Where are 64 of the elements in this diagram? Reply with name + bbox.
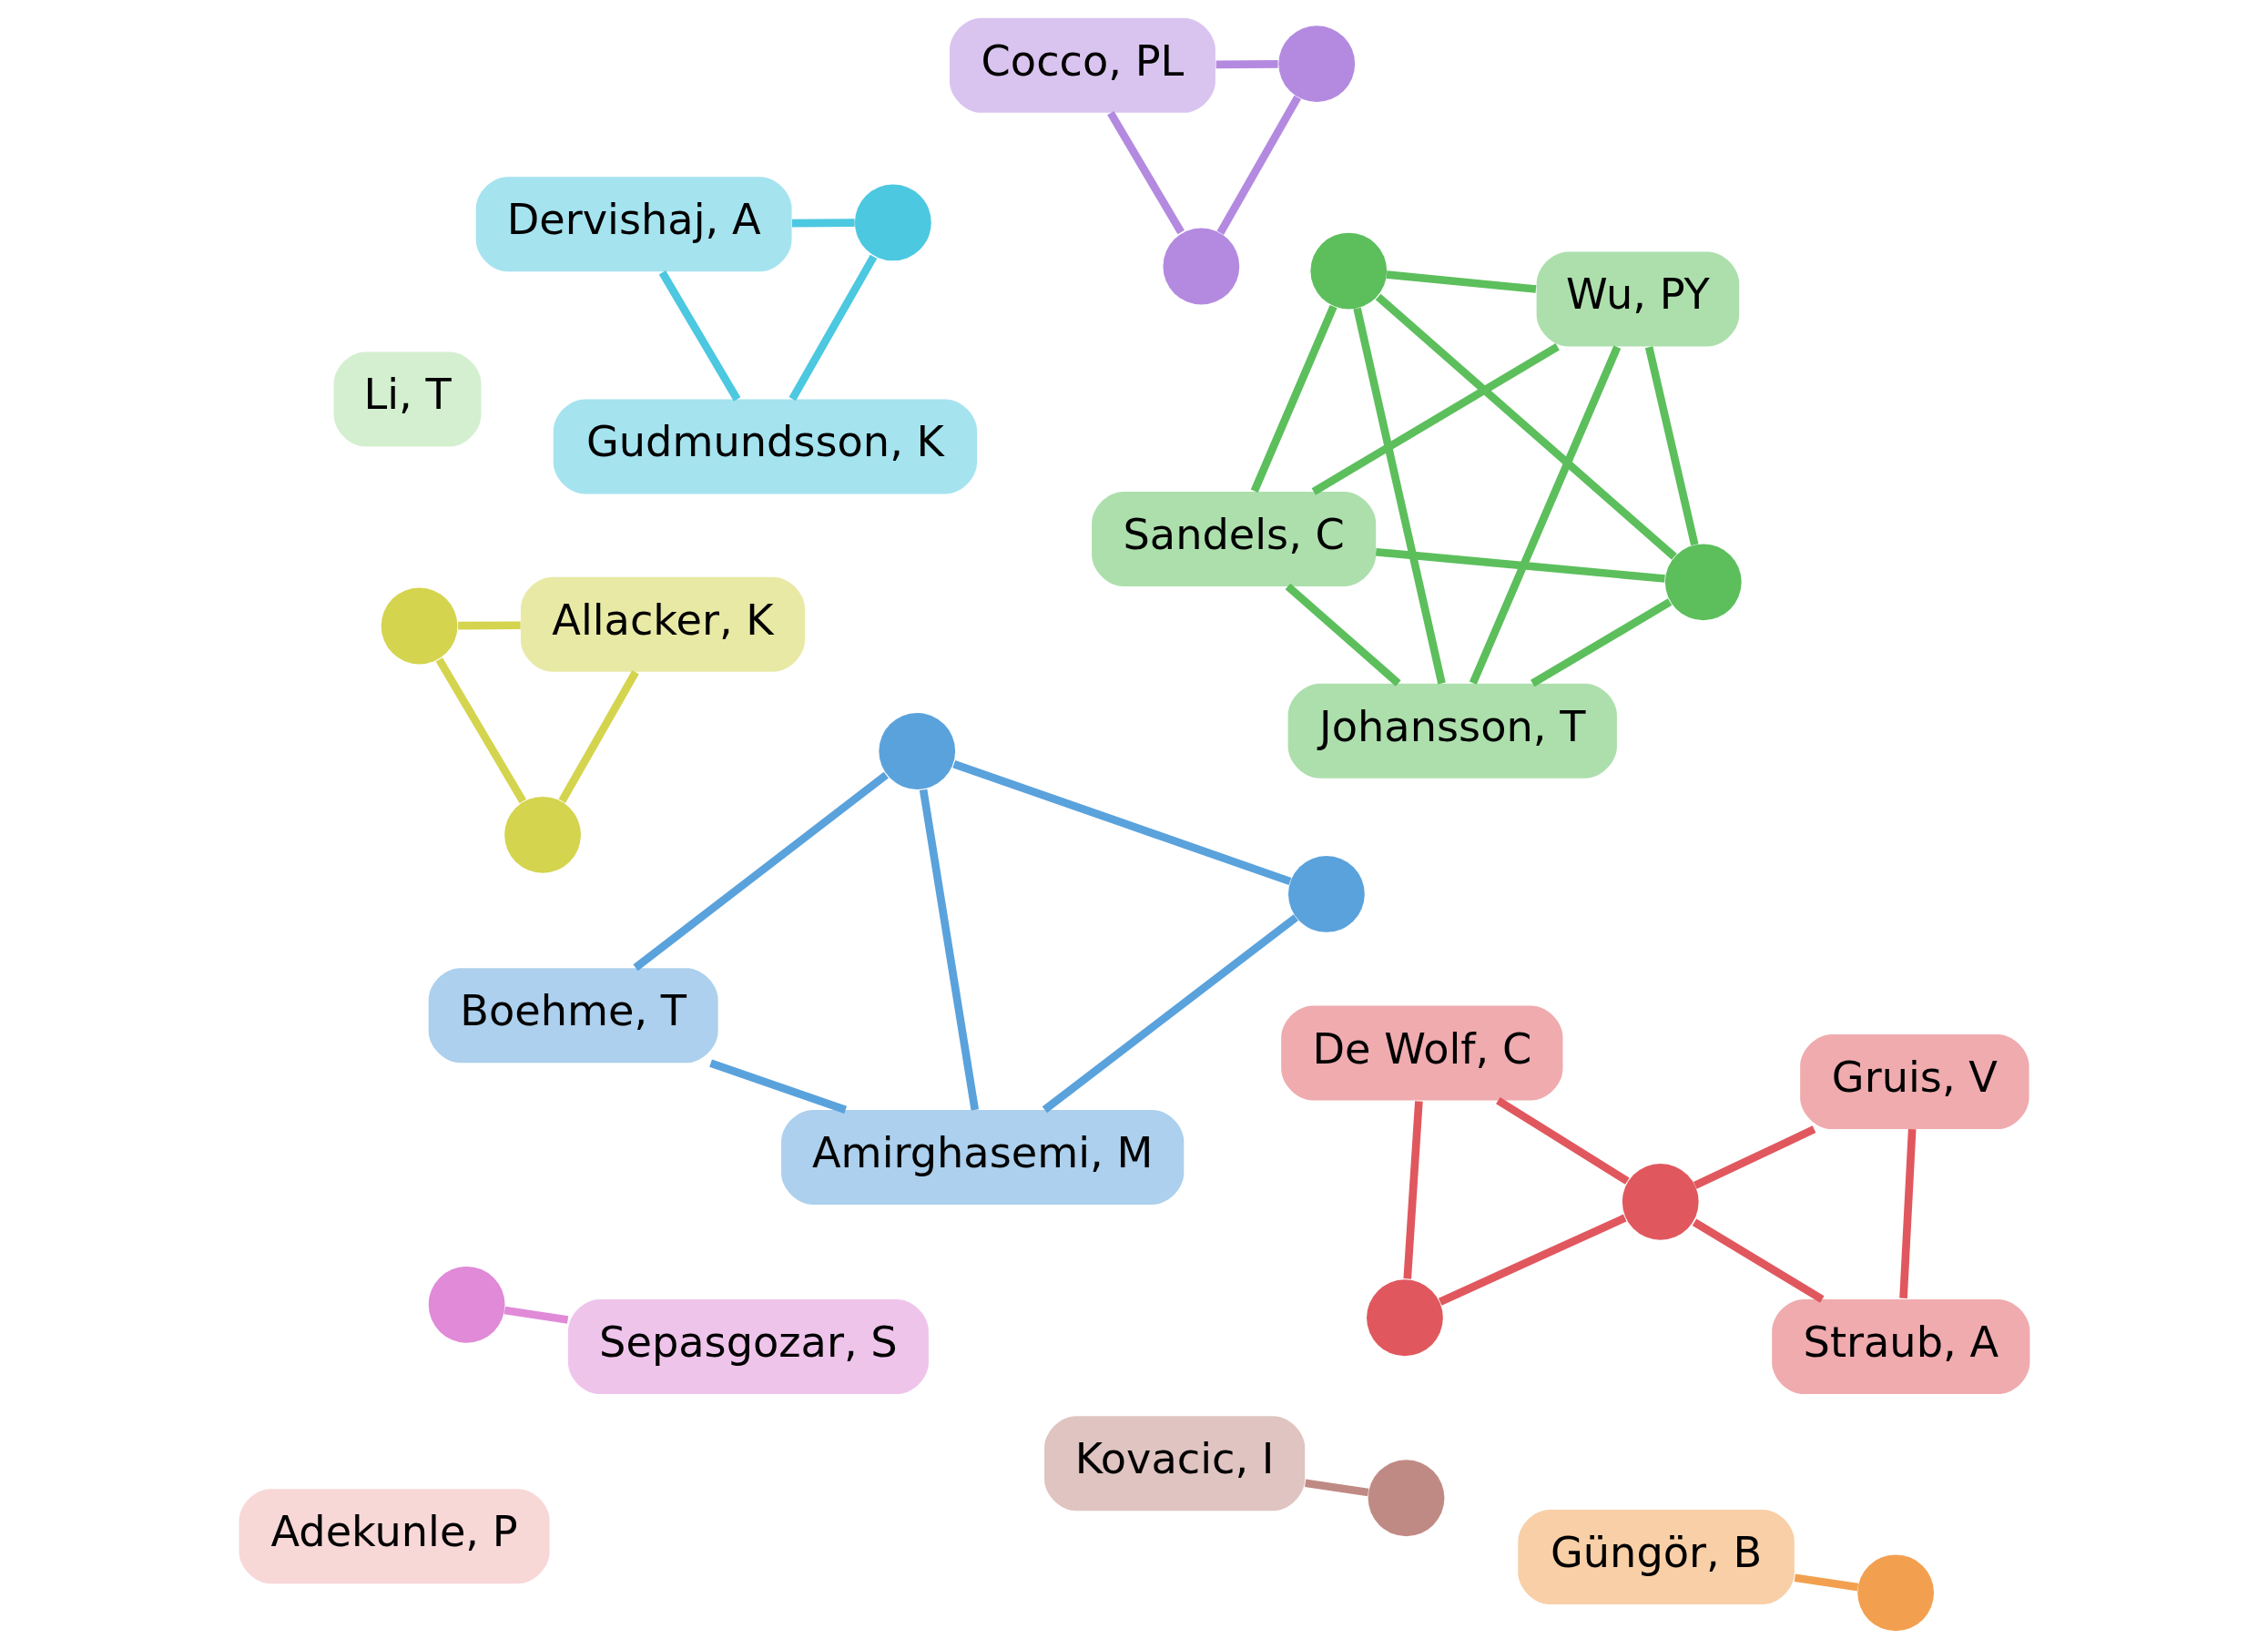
connector <box>1530 598 1672 687</box>
node-circle <box>1287 856 1365 932</box>
connector <box>791 219 855 228</box>
node-circle <box>854 184 931 261</box>
node-circle <box>381 587 457 665</box>
node-box: Dervishaj, A <box>475 177 792 272</box>
connector <box>632 771 889 972</box>
connector <box>1386 270 1536 293</box>
connector <box>457 621 521 630</box>
connector <box>919 789 979 1111</box>
node-box: Cocco, PL <box>949 17 1215 113</box>
node-circle <box>1309 232 1387 310</box>
node-circle <box>1162 228 1239 305</box>
connector <box>1216 95 1301 235</box>
connector <box>1375 547 1665 583</box>
node-box: Gudmundsson, K <box>553 399 977 494</box>
node-box: Allacker, K <box>520 576 805 672</box>
node-box: Kovacic, I <box>1043 1416 1305 1512</box>
node-circle <box>1856 1554 1934 1632</box>
node-circle <box>1622 1163 1699 1240</box>
node-circle <box>1277 25 1355 103</box>
connector <box>1898 1128 1916 1298</box>
connector <box>1106 110 1185 235</box>
connector <box>1794 1573 1858 1592</box>
connector <box>558 670 639 803</box>
node-box: Amirghasemi, M <box>780 1109 1184 1205</box>
node-box: Sepasgozar, S <box>567 1299 929 1395</box>
connector <box>1304 1479 1368 1497</box>
connector <box>435 657 526 804</box>
connector <box>1285 583 1401 687</box>
node-circle <box>1368 1460 1444 1537</box>
connector <box>658 270 740 402</box>
node-circle <box>878 713 955 789</box>
connector <box>1495 1096 1630 1185</box>
node-circle <box>428 1266 504 1343</box>
connector <box>1693 1125 1815 1189</box>
connector <box>708 1059 847 1114</box>
node-box: Johansson, T <box>1287 683 1617 779</box>
connector <box>1352 307 1446 685</box>
node-box: Li, T <box>333 351 481 447</box>
node-box: Boehme, T <box>428 968 718 1064</box>
connector <box>1438 1214 1626 1306</box>
node-box: Adekunle, P <box>239 1489 550 1584</box>
node-box: Gruis, V <box>1799 1034 2029 1130</box>
connector <box>1250 304 1337 494</box>
node-box: De Wolf, C <box>1280 1005 1562 1101</box>
connector <box>503 1306 568 1324</box>
connector <box>788 254 877 402</box>
connector <box>951 760 1291 886</box>
connector <box>1644 346 1699 546</box>
node-circle <box>503 796 581 873</box>
connector <box>1042 914 1298 1114</box>
connector <box>1311 343 1560 495</box>
connector <box>1375 293 1677 560</box>
connector <box>1692 1218 1825 1303</box>
node-box: Wu, PY <box>1536 251 1739 347</box>
connector <box>1469 345 1621 685</box>
node-box: Straub, A <box>1771 1299 2029 1395</box>
node-box: Güngör, B <box>1517 1509 1795 1604</box>
node-circle <box>1664 544 1742 621</box>
node-box: Sandels, C <box>1091 491 1376 586</box>
node-circle <box>1366 1279 1443 1357</box>
connector <box>1402 1101 1423 1279</box>
connector <box>1215 60 1278 69</box>
